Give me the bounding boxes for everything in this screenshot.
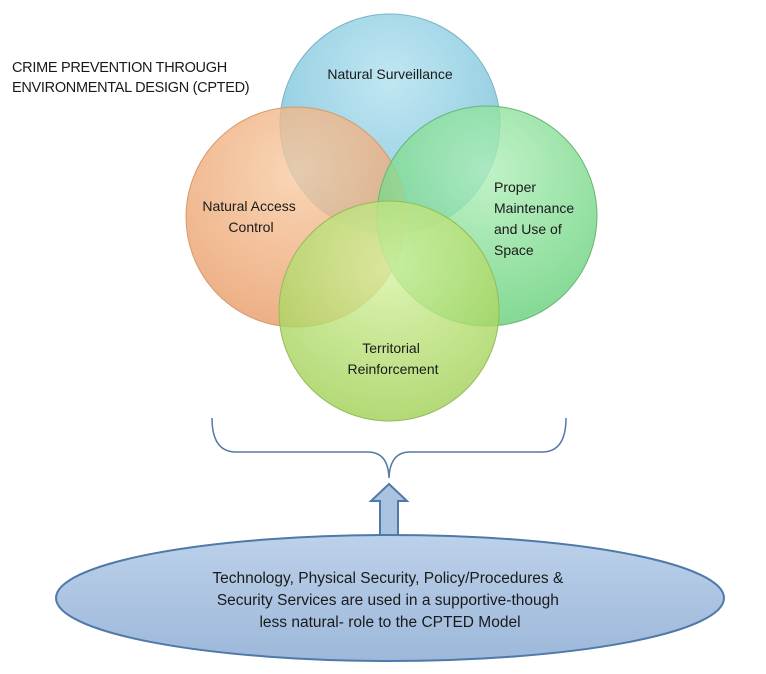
supporting-measures-ellipse: [55, 534, 725, 662]
territorial-reinforcement-label-line: Reinforcement: [347, 361, 438, 377]
supporting-measures-label-line: Security Services are used in a supporti…: [217, 592, 559, 609]
natural-access-control-label-line: Control: [228, 219, 273, 235]
natural-surveillance-label-line: Natural Surveillance: [327, 66, 452, 82]
proper-maintenance-label-line: Proper: [494, 179, 536, 195]
supporting-measures-label-line: Technology, Physical Security, Policy/Pr…: [212, 570, 564, 587]
diagram-title: CRIME PREVENTION THROUGH ENVIRONMENTAL D…: [12, 58, 250, 98]
diagram-title-line-1: CRIME PREVENTION THROUGH: [12, 60, 227, 76]
territorial-reinforcement-label-line: Territorial: [362, 340, 420, 356]
natural-surveillance-label: Natural Surveillance: [327, 66, 452, 82]
supporting-measures-label: Technology, Physical Security, Policy/Pr…: [212, 570, 567, 631]
natural-access-control-label: Natural Access Control: [202, 198, 299, 235]
up-arrow: [368, 482, 410, 541]
proper-maintenance-label-line: Space: [494, 242, 534, 258]
supporting-measures-label-line: less natural- role to the CPTED Model: [259, 614, 520, 631]
diagram-title-line-2: ENVIRONMENTAL DESIGN (CPTED): [12, 80, 250, 96]
grouping-bracket: [211, 417, 567, 479]
proper-maintenance-label-line: Maintenance: [494, 200, 574, 216]
venn-circles: [185, 13, 598, 422]
territorial-reinforcement-circle: [278, 200, 500, 422]
proper-maintenance-label: Proper Maintenance and Use of Space: [494, 179, 578, 258]
proper-maintenance-label-line: and Use of: [494, 221, 562, 237]
territorial-reinforcement-label: Territorial Reinforcement: [347, 340, 438, 377]
natural-access-control-label-line: Natural Access: [202, 198, 295, 214]
